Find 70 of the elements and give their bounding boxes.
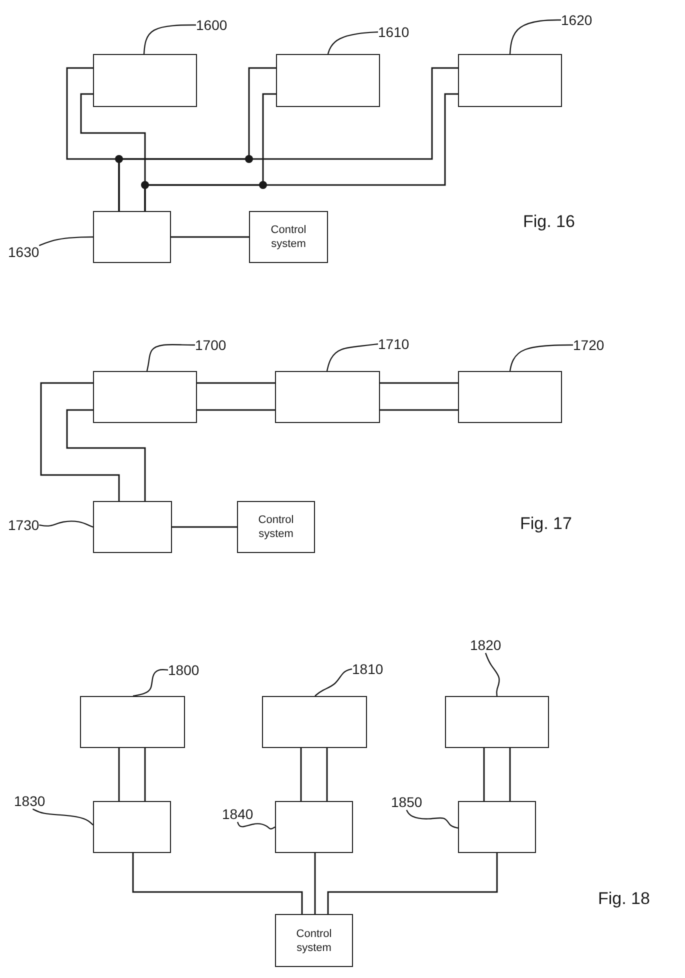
connection-line <box>509 748 511 801</box>
connection-line <box>314 853 316 914</box>
connection-line <box>172 526 237 528</box>
figure-label: Fig. 18 <box>598 889 650 909</box>
component-box <box>93 801 171 853</box>
connection-line <box>197 382 275 384</box>
component-label: Control system <box>257 513 295 541</box>
component-box <box>80 696 185 748</box>
leader-line <box>146 344 195 372</box>
component-box <box>458 801 536 853</box>
connection-line <box>300 748 302 801</box>
connection-line <box>144 748 146 801</box>
connection-line <box>118 67 458 211</box>
connection-line <box>327 853 498 914</box>
reference-numeral: 1600 <box>196 17 228 33</box>
connection-line <box>144 93 458 211</box>
component-box <box>93 371 197 423</box>
reference-numeral: 1720 <box>573 337 604 353</box>
reference-numeral: 1730 <box>8 517 40 533</box>
component-box <box>458 371 562 423</box>
control-system-box <box>249 211 328 263</box>
reference-numeral: 1700 <box>195 337 226 353</box>
component-label: Control system <box>295 926 333 954</box>
reference-numeral: 1710 <box>378 336 410 352</box>
figure-label: Fig. 16 <box>523 212 575 232</box>
component-box <box>445 696 549 748</box>
leader-line <box>143 24 196 54</box>
connection-line <box>132 853 303 914</box>
reference-numeral: 1850 <box>391 794 422 810</box>
component-box <box>275 801 353 853</box>
connection-line <box>380 409 458 411</box>
leader-line <box>485 652 500 696</box>
component-box <box>93 211 171 263</box>
leader-line <box>38 236 93 246</box>
connection-line <box>483 748 485 801</box>
connection-line <box>171 236 249 238</box>
reference-numeral: 1840 <box>222 806 254 822</box>
reference-numeral: 1800 <box>168 662 200 678</box>
leader-line <box>132 669 168 697</box>
reference-numeral: 1630 <box>8 244 40 260</box>
connection-line <box>40 382 120 501</box>
reference-numeral: 1820 <box>470 637 502 653</box>
leader-line <box>327 31 378 54</box>
leader-line <box>326 343 378 372</box>
component-box <box>93 54 197 107</box>
leader-line <box>39 520 94 528</box>
control-system-box <box>237 501 315 553</box>
component-box <box>276 54 380 107</box>
connection-line <box>118 748 120 801</box>
reference-numeral: 1810 <box>352 661 384 677</box>
component-box <box>275 371 380 423</box>
leader-line <box>509 344 573 372</box>
connection-line <box>197 409 275 411</box>
figure-label: Fig. 17 <box>520 514 572 534</box>
component-box <box>458 54 562 107</box>
leader-line <box>314 668 352 696</box>
reference-numeral: 1620 <box>561 12 592 28</box>
control-system-box <box>275 914 353 967</box>
component-box <box>262 696 367 748</box>
reference-numeral: 1610 <box>378 24 410 40</box>
connection-line <box>326 748 328 801</box>
component-label: Control system <box>270 223 308 251</box>
reference-numeral: 1830 <box>14 793 46 809</box>
component-box <box>93 501 172 553</box>
leader-line <box>32 808 94 826</box>
connection-line <box>66 409 146 501</box>
leader-line <box>509 19 561 54</box>
connection-line <box>380 382 458 384</box>
leader-line <box>237 822 276 830</box>
leader-line <box>406 810 458 829</box>
